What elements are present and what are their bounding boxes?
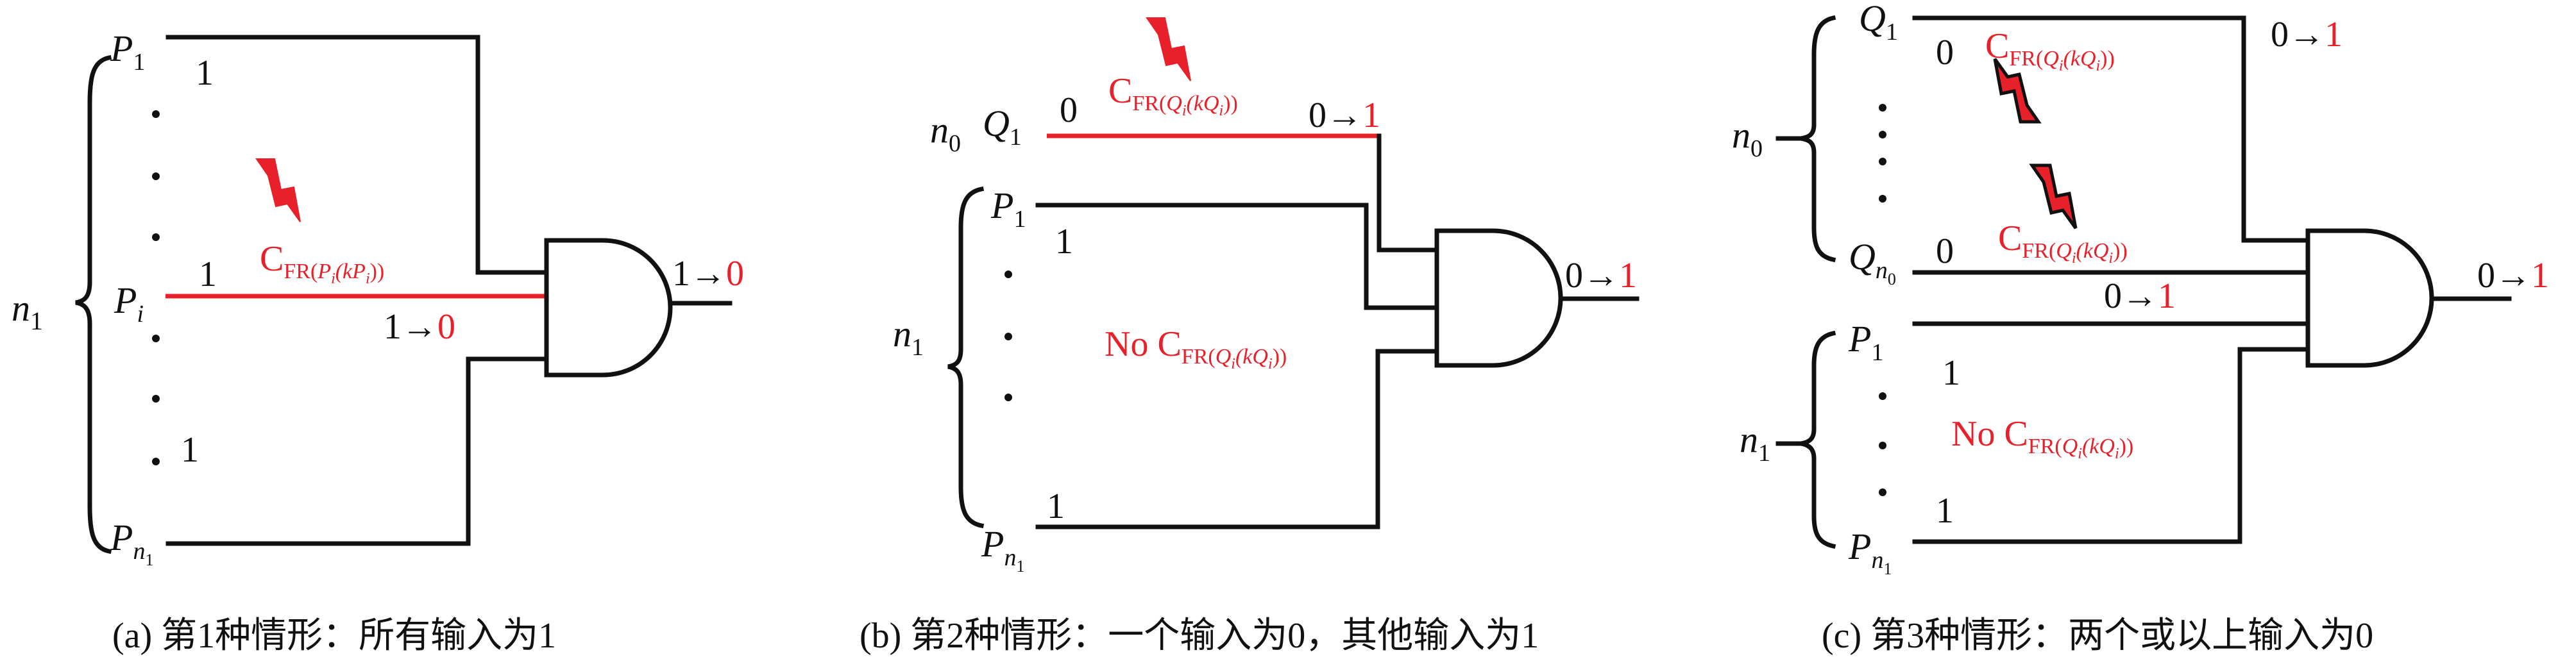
ellipsis-dot: [152, 172, 160, 180]
panel-a: n1 P1 Pi Pn1 1 1 1 CFR(Pi(kPi)) 1→0 1→0 …: [12, 28, 744, 656]
group0-label: n0: [1732, 114, 1763, 162]
top-transition: 0→1: [2271, 15, 2343, 54]
ellipsis-dot: [1879, 104, 1886, 112]
no-fault-label: No CFR(Qi(kQi)): [1951, 414, 2133, 462]
value-pn: 1: [1047, 487, 1065, 526]
panel-caption: (c) 第3种情形：两个或以上输入为0: [1822, 616, 2373, 656]
ellipsis-dot: [152, 233, 160, 241]
value-pn: 1: [1936, 491, 1954, 531]
fault-label-mid: CFR(Qi(kQi)): [1998, 219, 2128, 267]
lightning-bolt-icon: [1146, 17, 1191, 81]
group1-label: n1: [893, 313, 924, 361]
value-q1: 0: [1060, 90, 1078, 130]
input-label-q1: Q1: [983, 103, 1022, 151]
ellipsis-dot: [1879, 158, 1886, 165]
input-label-pn: Pn1: [1848, 526, 1892, 578]
input-label-qn: Qn0: [1849, 236, 1896, 288]
ellipsis-dot: [1879, 442, 1886, 449]
value-qn: 0: [1936, 231, 1954, 271]
panel-b: n0 Q1 0 CFR(Qi(kQi)) 0→1 n1 P1 1 Pn1 1 N…: [860, 17, 1640, 656]
and-gate: [2305, 228, 2434, 368]
fault-label: CFR(Qi(kQi)): [1108, 71, 1238, 119]
value-q1: 0: [1936, 33, 1954, 72]
ellipsis-dot: [1879, 131, 1886, 138]
panel-caption: (b) 第2种情形：一个输入为0，其他输入为1: [860, 616, 1539, 656]
value-pi: 1: [199, 254, 217, 294]
mid-transition: 0→1: [2104, 276, 2176, 316]
input-label-p1: P1: [990, 185, 1026, 233]
ellipsis-dot: [152, 395, 160, 403]
group1-label: n1: [1740, 419, 1770, 467]
and-gate: [544, 238, 673, 378]
panel-caption: (a) 第1种情形：所有输入为1: [112, 616, 556, 656]
ellipsis-dot: [152, 458, 160, 465]
group-label: n1: [12, 287, 43, 335]
input-label-p1: P1: [1848, 318, 1883, 366]
value-p1: 1: [196, 53, 214, 93]
ellipsis-dot: [1004, 333, 1012, 340]
wire-q1-to-gate: [1377, 133, 1439, 253]
input-transition: 0→1: [1309, 96, 1380, 135]
input-label-pi: Pi: [114, 279, 144, 328]
brace-n1: [1801, 330, 1836, 549]
group0-label: n0: [930, 109, 961, 157]
brace-n1: [947, 186, 985, 529]
ellipsis-dot: [1004, 394, 1012, 401]
output-transition: 1→0: [672, 254, 744, 294]
lightning-bolt-icon: [2032, 165, 2076, 228]
value-p1: 1: [1942, 353, 1960, 393]
wire-pn: [1035, 349, 1439, 529]
input-label-pn: Pn1: [110, 517, 153, 569]
output-transition: 0→1: [1565, 256, 1637, 296]
fault-label-top: CFR(Qi(kQi)): [1985, 26, 2115, 74]
wire-p1: [1035, 203, 1439, 310]
panel-c: n0 Q1 0 Qn0 0 CFR(Qi(kQi)) CFR(Qi(kQi)) …: [1732, 0, 2549, 656]
wire-p1: [165, 35, 549, 275]
input-label-q1: Q1: [1859, 0, 1898, 46]
wire-pn: [165, 356, 549, 546]
wire-q1: [1912, 15, 2310, 243]
lightning-bolt-icon: [256, 158, 301, 222]
no-fault-label: No CFR(Qi(kQi)): [1105, 324, 1287, 372]
output-transition: 0→1: [2477, 256, 2549, 296]
value-dots: 1: [181, 430, 199, 470]
value-p1: 1: [1055, 222, 1073, 262]
ellipsis-dot: [152, 110, 160, 118]
wire-pn: [1912, 347, 2310, 544]
ellipsis-dot: [1879, 488, 1886, 496]
ellipsis-dot: [1879, 195, 1886, 203]
ellipsis-dot: [1004, 271, 1012, 278]
input-transition: 1→0: [384, 307, 455, 347]
brace-n1: [75, 54, 112, 554]
input-label-p1: P1: [110, 28, 145, 76]
fault-label: CFR(Pi(kPi)): [260, 239, 384, 287]
ellipsis-dot: [1879, 392, 1886, 400]
input-label-pn: Pn1: [981, 523, 1024, 576]
brace-n0: [1801, 15, 1836, 263]
ellipsis-dot: [152, 335, 160, 342]
and-gate: [1434, 228, 1563, 368]
